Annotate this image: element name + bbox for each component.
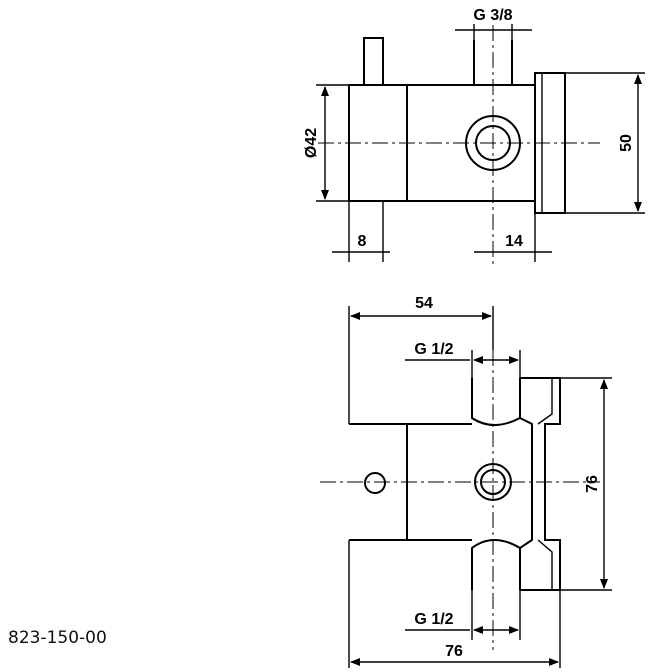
left-body — [348, 84, 408, 202]
lower-port — [471, 539, 521, 590]
front-outlet-outer-circle — [474, 463, 512, 501]
width-54-label: 54 — [415, 295, 433, 312]
width-bottom-label: 76 — [445, 643, 463, 660]
mounting-bracket — [520, 377, 561, 591]
handle-block — [349, 423, 408, 541]
outlet-inner-circle — [475, 125, 511, 161]
handle-hole — [364, 472, 386, 494]
part-number: 823-150-00 — [8, 628, 107, 648]
top-view: G 3/8 Ø42 50 8 14 — [303, 7, 645, 268]
body-right-profile — [519, 417, 533, 549]
right-flange — [534, 72, 566, 214]
mounting-bracket-inner — [537, 378, 553, 590]
width-right-label: 14 — [505, 233, 523, 250]
top-port-stub — [473, 40, 513, 85]
diameter-label: Ø42 — [303, 128, 320, 158]
height-top-label: 50 — [618, 134, 635, 152]
upper-port — [471, 378, 521, 426]
top-port-label: G 3/8 — [473, 7, 512, 24]
port-upper-label: G 1/2 — [414, 341, 453, 358]
front-view: 54 G 1/2 76 G 1/2 76 — [320, 295, 612, 668]
height-bottom-label: 76 — [584, 475, 601, 493]
spindle — [363, 37, 384, 86]
width-left-label: 8 — [358, 233, 367, 250]
port-lower-label: G 1/2 — [414, 611, 453, 628]
front-outlet-inner-circle — [480, 469, 506, 495]
outlet-outer-circle — [465, 115, 521, 171]
